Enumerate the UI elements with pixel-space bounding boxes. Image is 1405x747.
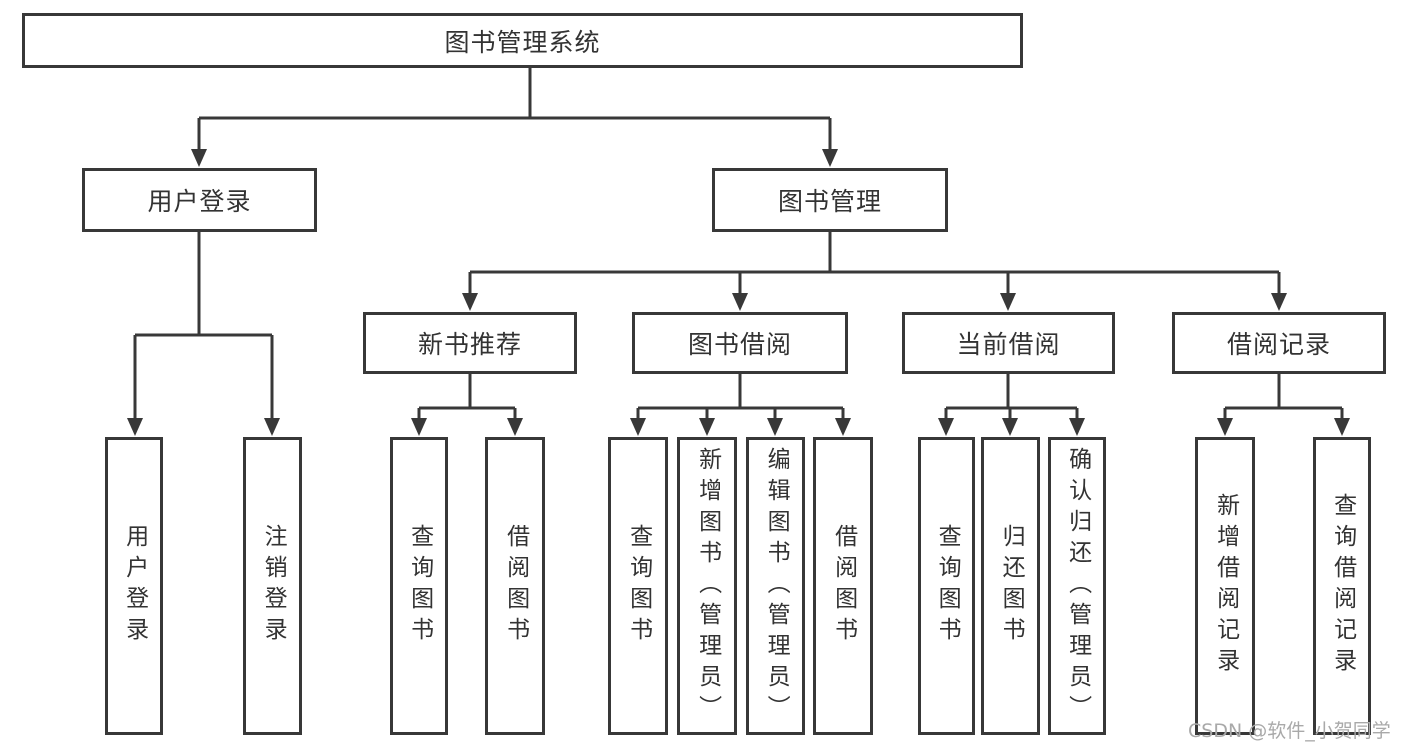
leaf-label: 新增借阅记录 — [1212, 493, 1239, 679]
leaf-label: 新增图书（管理员） — [694, 446, 721, 726]
node-label: 图书借阅 — [687, 330, 792, 359]
leaf-borrow-books-borrowing: 借阅图书 — [813, 437, 873, 735]
node-label: 借阅记录 — [1226, 330, 1331, 359]
node-borrowing-records: 借阅记录 — [1172, 312, 1386, 374]
leaf-query-books-current: 查询图书 — [918, 437, 975, 735]
leaf-label: 查询图书 — [406, 524, 433, 648]
leaf-user-login: 用户登录 — [105, 437, 163, 735]
watermark-text: CSDN @软件_小贺同学 — [1188, 720, 1391, 742]
leaf-borrow-books-recommend: 借阅图书 — [485, 437, 545, 735]
node-label: 当前借阅 — [956, 330, 1061, 359]
node-book-borrowing: 图书借阅 — [632, 312, 848, 374]
node-current-borrowing: 当前借阅 — [902, 312, 1115, 374]
leaf-label: 查询借阅记录 — [1329, 493, 1356, 679]
leaf-label: 归还图书 — [998, 524, 1025, 648]
leaf-return-book: 归还图书 — [981, 437, 1040, 735]
leaf-query-borrow-record: 查询借阅记录 — [1313, 437, 1371, 735]
leaf-add-borrow-record: 新增借阅记录 — [1195, 437, 1255, 735]
leaf-confirm-return-admin: 确认归还（管理员） — [1048, 437, 1106, 735]
leaf-query-books-borrowing: 查询图书 — [608, 437, 668, 735]
leaf-add-book-admin: 新增图书（管理员） — [677, 437, 737, 735]
node-library-management-system: 图书管理系统 — [22, 13, 1023, 68]
node-label: 新书推荐 — [417, 330, 522, 359]
node-label: 图书管理 — [777, 187, 882, 216]
leaf-label: 查询图书 — [625, 524, 652, 648]
leaf-query-books-recommend: 查询图书 — [390, 437, 448, 735]
leaf-label: 查询图书 — [934, 524, 961, 648]
leaf-edit-book-admin: 编辑图书（管理员） — [746, 437, 805, 735]
node-user-login: 用户登录 — [82, 168, 317, 232]
leaf-logout: 注销登录 — [243, 437, 302, 735]
node-label: 用户登录 — [147, 187, 252, 216]
leaf-label: 用户登录 — [121, 524, 148, 648]
node-label: 图书管理系统 — [444, 27, 601, 57]
leaf-label: 借阅图书 — [830, 524, 857, 648]
node-new-book-recommendation: 新书推荐 — [363, 312, 577, 374]
leaf-label: 注销登录 — [260, 524, 287, 648]
node-book-management: 图书管理 — [712, 168, 948, 232]
arrowheads — [127, 149, 1350, 436]
leaf-label: 确认归还（管理员） — [1064, 446, 1091, 726]
leaf-label: 编辑图书（管理员） — [763, 446, 790, 726]
leaf-label: 借阅图书 — [502, 524, 529, 648]
